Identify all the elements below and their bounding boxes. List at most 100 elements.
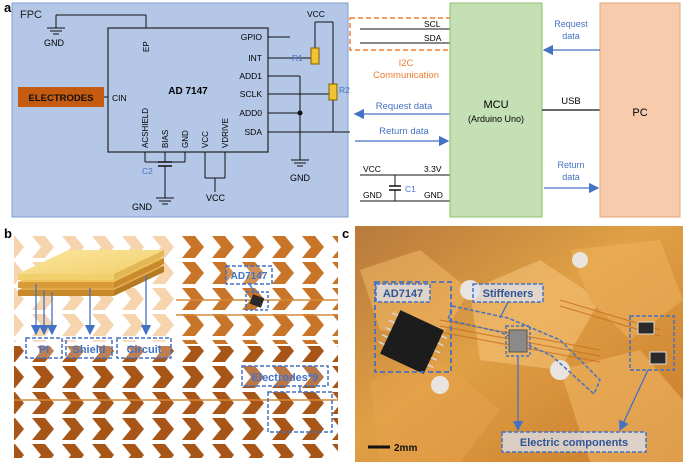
pin-vdrive: VDRIVE bbox=[221, 118, 230, 148]
pin-gpio: GPIO bbox=[241, 32, 263, 42]
ad7147-label-b: AD7147 bbox=[231, 271, 268, 282]
pin-add0: ADD0 bbox=[239, 108, 262, 118]
r2-label: R2 bbox=[339, 85, 350, 95]
gnd-top-label: GND bbox=[44, 38, 65, 48]
photo-chip-body bbox=[380, 310, 444, 374]
electrodes9-label: Electrodes*9 bbox=[252, 372, 319, 384]
layer-circuit-edge bbox=[18, 290, 114, 296]
pc-label: PC bbox=[632, 107, 647, 119]
ad7147-label-box-c bbox=[375, 283, 431, 303]
panel-a: a FPC GND AD 7147 EP CIN GPIO INT ADD1 S… bbox=[4, 0, 681, 218]
photo-resistor-1 bbox=[637, 321, 655, 335]
layer-shield-edge bbox=[18, 282, 114, 288]
vcc-bottom-label: VCC bbox=[206, 193, 226, 203]
stiffeners-pointer bbox=[499, 301, 509, 319]
panel-b: b bbox=[4, 226, 338, 458]
mcu-label-line2: (Arduino Uno) bbox=[468, 114, 524, 124]
pc-return-line2: data bbox=[562, 172, 580, 182]
pin-ep: EP bbox=[142, 41, 151, 52]
shield-label-box bbox=[65, 337, 113, 359]
shield-label: Shield bbox=[72, 344, 105, 356]
electrodes-box bbox=[18, 87, 104, 107]
resistor-box bbox=[629, 315, 675, 371]
pc-box bbox=[599, 2, 681, 218]
resistor-r2 bbox=[328, 83, 338, 101]
pi-label: PI bbox=[39, 344, 49, 356]
pin-cin: CIN bbox=[112, 93, 127, 103]
resistor-r1 bbox=[310, 47, 320, 65]
chip-bottom-pins: ACSHIELD BIAS GND VCC VDRIVE bbox=[141, 108, 230, 148]
r1-label: R1 bbox=[292, 53, 303, 63]
ad7147-pointer-b bbox=[248, 283, 256, 293]
pc-request-line1: Request bbox=[554, 19, 588, 29]
layer-circuit-side bbox=[114, 266, 164, 296]
request-data-label: Request data bbox=[376, 101, 433, 112]
chip-name: AD 7147 bbox=[168, 86, 208, 97]
pin-vcc: VCC bbox=[201, 131, 210, 148]
i2c-label-line2: Communication bbox=[373, 70, 439, 81]
i2c-dashed-box bbox=[349, 17, 464, 51]
ad7147-photo-box bbox=[374, 281, 452, 373]
fpc-label: FPC bbox=[20, 9, 42, 21]
usb-label: USB bbox=[561, 96, 581, 107]
chip-right-pins: GPIO INT ADD1 SCLK ADD0 SDA bbox=[239, 32, 262, 137]
electrodes-label: ELECTRODES bbox=[29, 93, 94, 104]
c1-label: C1 bbox=[405, 184, 416, 194]
photo-hole-2 bbox=[550, 360, 570, 380]
ad7147-chip bbox=[107, 27, 269, 153]
pin-sda: SDA bbox=[245, 127, 263, 137]
ad7147-chip-box-b bbox=[245, 291, 269, 311]
component-arrow-2 bbox=[619, 369, 649, 432]
ad7147-label-c: AD7147 bbox=[383, 288, 423, 300]
pc-return-line1: Return bbox=[557, 160, 584, 170]
layer-pi bbox=[18, 250, 164, 274]
electric-components-label: Electric components bbox=[520, 437, 628, 449]
photo-resistor-2 bbox=[649, 351, 667, 365]
stiffeners-label: Stiffeners bbox=[483, 288, 534, 300]
layer-arrows bbox=[30, 276, 152, 336]
gnd-bottom-left-label: GND bbox=[132, 202, 153, 212]
pin-add1: ADD1 bbox=[239, 71, 262, 81]
layer-pi-edge bbox=[18, 274, 114, 280]
gnd-symbol-top bbox=[47, 27, 65, 35]
panel-a-letter: a bbox=[4, 0, 12, 15]
pin-gnd: GND bbox=[181, 130, 190, 148]
pi-label-box bbox=[25, 337, 63, 359]
power-gnd-right-label: GND bbox=[424, 190, 443, 200]
dark-electrode-array-top bbox=[176, 232, 338, 344]
circuit-label-box bbox=[116, 337, 172, 359]
gnd-symbol-bottom-left bbox=[156, 197, 174, 205]
sda-label: SDA bbox=[424, 33, 442, 43]
mcu-box bbox=[449, 2, 543, 218]
pin-acshield: ACSHIELD bbox=[141, 108, 150, 148]
ad7147-chip-b bbox=[249, 294, 265, 308]
gnd-bottom-mid-label: GND bbox=[290, 173, 311, 183]
power-3v3-label: 3.3V bbox=[424, 164, 442, 174]
scl-label: SCL bbox=[424, 19, 441, 29]
photo-ad7147-chip bbox=[378, 310, 448, 374]
c2-label: C2 bbox=[142, 166, 153, 176]
dark-electrode-array-bottom bbox=[14, 346, 338, 458]
photo-hole-3 bbox=[572, 252, 588, 268]
panel-c-letter: c bbox=[342, 226, 349, 241]
pin-bias: BIAS bbox=[161, 130, 170, 148]
photo-chip-pins bbox=[378, 312, 448, 369]
add0-junction bbox=[297, 110, 303, 116]
hex-tile-4 bbox=[370, 360, 500, 462]
layer-stack bbox=[18, 250, 164, 296]
i2c-label-line1: I2C bbox=[399, 58, 414, 69]
mcu-label-line1: MCU bbox=[483, 99, 508, 111]
photo-hole-4 bbox=[431, 376, 449, 394]
pc-request-line2: data bbox=[562, 31, 580, 41]
pin-int: INT bbox=[248, 53, 262, 63]
power-vcc-label: VCC bbox=[363, 164, 381, 174]
panel-b-letter: b bbox=[4, 226, 12, 241]
power-gnd-left-label: GND bbox=[363, 190, 382, 200]
pin-sclk: SCLK bbox=[240, 89, 263, 99]
layer-shield-side bbox=[114, 258, 164, 288]
gnd-symbol-mid bbox=[291, 159, 309, 167]
photo-component-cap bbox=[508, 329, 528, 353]
scale-label: 2mm bbox=[394, 443, 417, 454]
